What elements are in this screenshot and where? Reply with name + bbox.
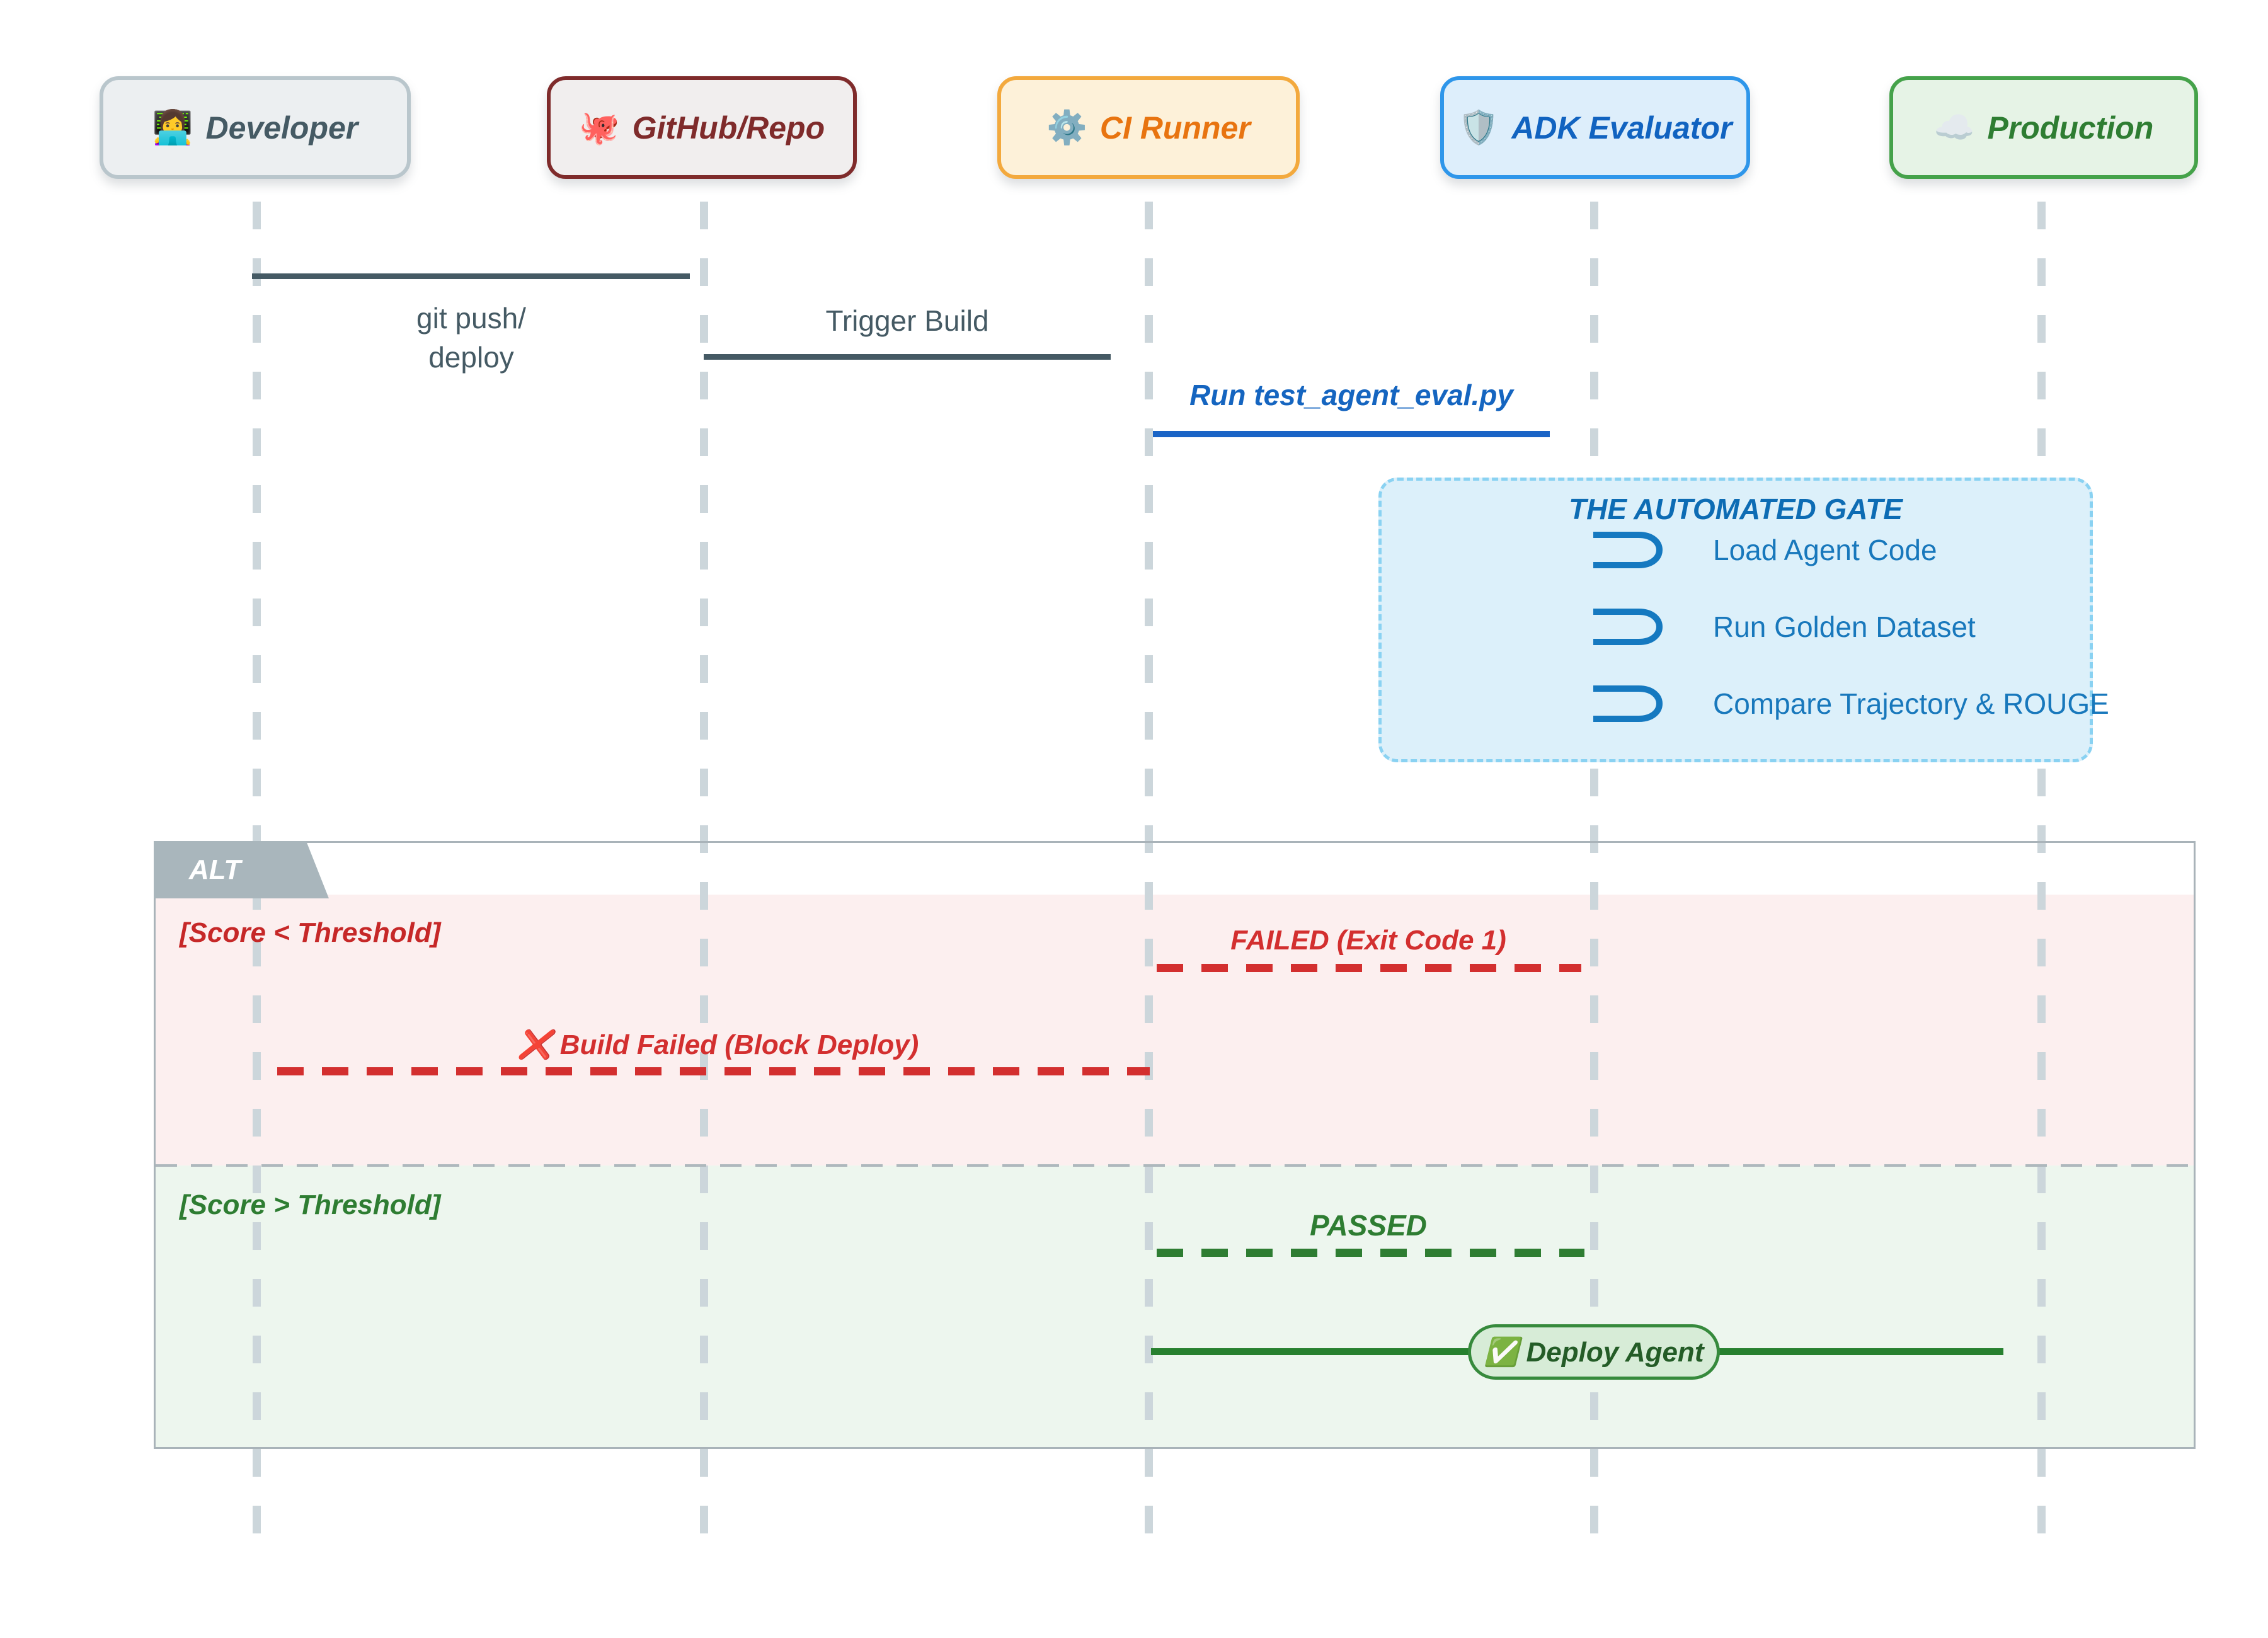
self-loop-icon — [1593, 609, 1663, 645]
automated-gate-note: THE AUTOMATED GATE Load Agent Code Run G… — [1378, 478, 2109, 762]
message-label-failed: FAILED (Exit Code 1) — [1230, 925, 1506, 956]
technologist-icon: 👩‍💻 — [152, 110, 193, 146]
gate-step-load-label: Load Agent Code — [1713, 534, 1937, 566]
automated-gate-title: THE AUTOMATED GATE — [1569, 493, 1903, 525]
deploy-agent-pill: ✅ Deploy Agent — [1468, 1324, 1720, 1380]
gear-icon: ⚙️ — [1046, 110, 1087, 146]
octopus-icon: 🐙 — [578, 110, 620, 146]
message-label-trigger-build: Trigger Build — [825, 304, 989, 337]
message-line-git-push — [252, 273, 690, 279]
message-label-git-push-line2: deploy — [428, 341, 514, 374]
lifeline-production — [2037, 202, 2046, 1534]
shield-icon: 🛡️ — [1458, 110, 1499, 146]
message-label-git-push-line1: git push/ — [416, 302, 526, 335]
actor-adk-evaluator: 🛡️ ADK Evaluator — [1440, 76, 1750, 179]
alt-frame-tab: ALT — [154, 841, 329, 898]
lifeline-github — [700, 202, 708, 1534]
cloud-icon: ☁️ — [1933, 110, 1975, 146]
alt-fail-section-background — [156, 895, 2194, 1166]
message-line-passed — [1157, 1249, 1584, 1257]
gate-step-load: Load Agent Code — [1589, 530, 1937, 570]
gate-step-compare-label: Compare Trajectory & ROUGE — [1713, 687, 2109, 720]
alt-pass-section-background — [156, 1166, 2194, 1447]
message-line-run-eval — [1153, 431, 1550, 437]
actor-developer: 👩‍💻 Developer — [100, 76, 411, 179]
lifeline-ci-runner — [1145, 202, 1153, 1534]
message-label-build-failed: ❌ Build Failed (Block Deploy) — [517, 1029, 919, 1060]
message-line-trigger-build — [704, 354, 1111, 360]
pass-condition-label: [Score > Threshold] — [180, 1189, 441, 1220]
gate-step-dataset: Run Golden Dataset — [1589, 607, 1976, 647]
actor-production: ☁️ Production — [1889, 76, 2198, 179]
actor-github-repo: 🐙 GitHub/Repo — [547, 76, 857, 179]
message-line-build-failed — [277, 1067, 1150, 1075]
actor-github-label: GitHub/Repo — [632, 110, 825, 146]
actor-production-label: Production — [1987, 110, 2154, 146]
alt-branch-divider — [156, 1164, 2194, 1167]
actor-developer-label: Developer — [205, 110, 358, 146]
actor-ci-label: CI Runner — [1099, 110, 1251, 146]
message-label-passed: PASSED — [1310, 1209, 1427, 1242]
gate-step-dataset-label: Run Golden Dataset — [1713, 610, 1976, 643]
self-loop-icon — [1593, 532, 1663, 568]
message-label-run-eval: Run test_agent_eval.py — [1189, 379, 1513, 411]
fail-condition-label: [Score < Threshold] — [180, 917, 441, 948]
message-line-failed — [1157, 964, 1581, 972]
actor-adk-label: ADK Evaluator — [1511, 110, 1732, 146]
self-loop-icon — [1593, 685, 1663, 722]
gate-step-compare: Compare Trajectory & ROUGE — [1589, 684, 2109, 724]
actor-ci-runner: ⚙️ CI Runner — [997, 76, 1300, 179]
